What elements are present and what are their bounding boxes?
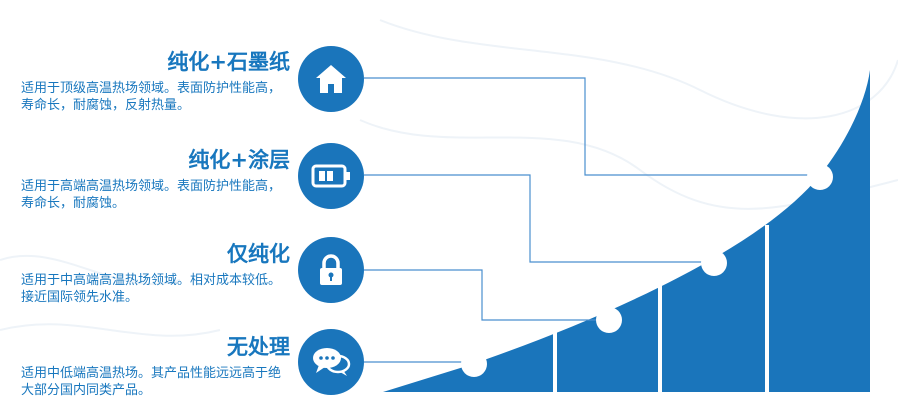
tier-description: 适用中低端高温热场。其产品性能远远高于绝大部分国内同类产品。 — [21, 366, 282, 398]
tier-description: 适用于中高端高温热场领域。相对成本较低。接近国际领先水准。 — [21, 273, 282, 305]
chat-bubbles-icon — [298, 329, 364, 395]
tier-title: 无处理 — [227, 335, 290, 359]
wedge-shape — [383, 70, 870, 392]
lock-icon — [298, 237, 364, 303]
tier-title: 仅纯化 — [227, 242, 290, 266]
tier-title: 纯化+石墨纸 — [167, 50, 290, 74]
tier-description: 适用于高端高温热场领域。表面防护性能高，寿命长，耐腐蚀。 — [21, 179, 282, 211]
home-icon — [298, 46, 364, 112]
tier-description: 适用于顶级高温热场领域。表面防护性能高，寿命长，耐腐蚀，反射热量。 — [21, 81, 282, 113]
tier-title: 纯化+涂层 — [188, 148, 290, 172]
battery-icon — [298, 143, 364, 209]
